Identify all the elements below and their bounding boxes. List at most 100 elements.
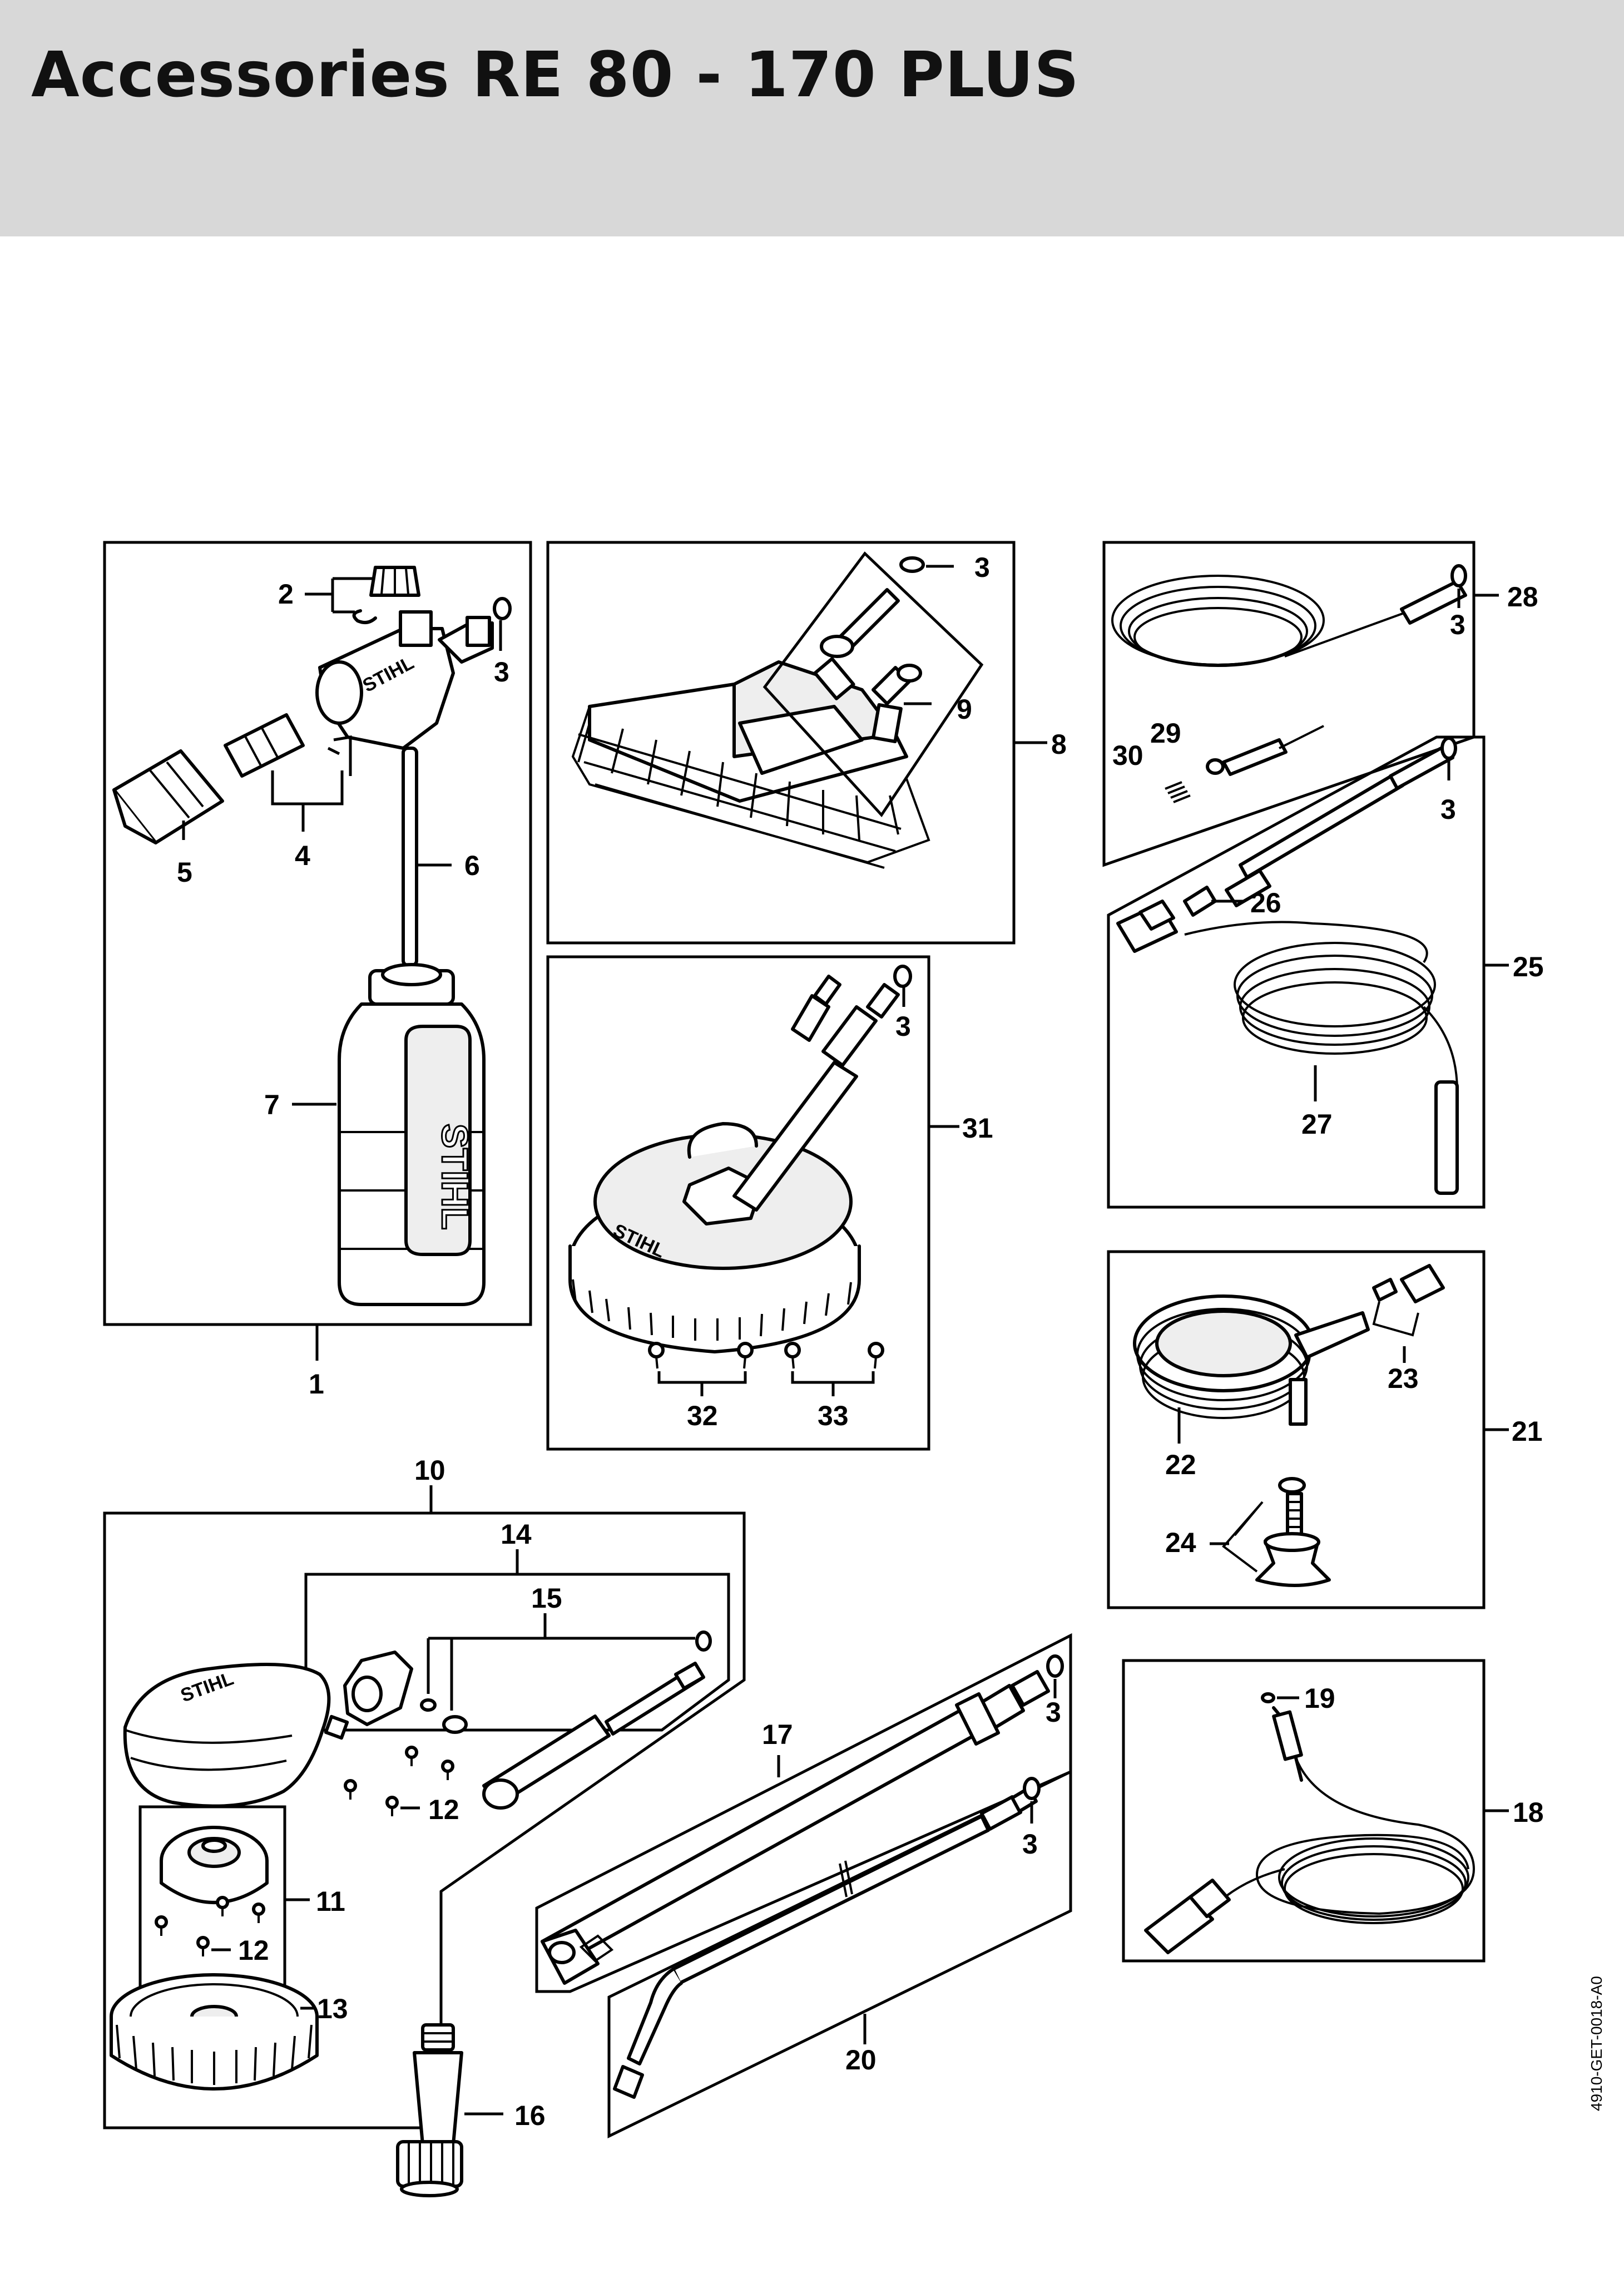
callout-9: 9 — [957, 694, 972, 725]
inset-frame-9 — [763, 551, 984, 818]
part-brush-cover: STIHL — [123, 1663, 331, 1808]
part-suction-tube — [402, 747, 418, 967]
group-drain-hose: 19 18 — [1122, 1659, 1544, 1963]
inset-frame-24 — [1222, 1501, 1264, 1573]
callout-3e: 3 — [1440, 794, 1456, 825]
group-pipe-cleaning-hose: 3 26 25 27 — [1107, 735, 1544, 1209]
part-extension-lance — [541, 1670, 1050, 1985]
part-adapter-16 — [396, 2023, 463, 2197]
part-coupling-23 — [1372, 1264, 1445, 1337]
callout-32: 32 — [687, 1400, 718, 1431]
group-surface-cleaner: STIHL 32 33 3 31 — [546, 955, 993, 1451]
part-foam-body: STIHL — [315, 610, 494, 750]
group-rotating-brush: STIHL — [103, 1455, 746, 2129]
callout-27: 27 — [1301, 1109, 1333, 1140]
part-screws-hub — [155, 1896, 265, 1956]
part-connector — [224, 713, 305, 778]
group-frame-31 — [546, 955, 930, 1451]
group-frame-10 — [103, 1511, 746, 2129]
leader-33 — [791, 1371, 875, 1396]
callout-3c: 3 — [895, 1011, 911, 1042]
callout-12b: 12 — [238, 1935, 269, 1966]
part-oring-8 — [695, 1630, 712, 1652]
group-frame-25 — [1107, 735, 1486, 1209]
callout-7: 7 — [264, 1089, 280, 1120]
part-surface-cleaner: STIHL — [568, 1122, 861, 1353]
callout-21: 21 — [1512, 1416, 1543, 1447]
callout-23: 23 — [1388, 1363, 1419, 1394]
leader-4 — [271, 770, 344, 832]
part-oring-9 — [1046, 1654, 1064, 1678]
part-oring-7 — [442, 1715, 468, 1734]
callout-18: 18 — [1513, 1797, 1544, 1828]
part-brush-lance — [482, 1662, 705, 1810]
header-band: Accessories RE 80 - 170 PLUS — [0, 0, 1624, 236]
group-frame-17 — [535, 1633, 1072, 1993]
callout-25: 25 — [1513, 951, 1544, 982]
group-wash-brush: 3 9 8 — [546, 541, 1067, 945]
part-oring-1 — [493, 597, 512, 620]
callout-29: 29 — [1150, 718, 1181, 749]
callout-22: 22 — [1165, 1449, 1196, 1480]
callout-30: 30 — [1112, 740, 1143, 771]
callout-12a: 12 — [428, 1794, 459, 1825]
group-angled-lance: 3 20 — [607, 1769, 1072, 2139]
callout-3f: 3 — [1046, 1697, 1061, 1728]
leader-32 — [657, 1371, 747, 1396]
callout-3d: 3 — [1450, 609, 1465, 640]
leader-15 — [427, 1613, 695, 1711]
callout-3b: 3 — [974, 552, 990, 583]
callout-4: 4 — [295, 840, 310, 871]
part-nozzle-tip — [112, 749, 224, 844]
callout-17: 17 — [762, 1719, 793, 1750]
part-adapter-set — [813, 588, 922, 744]
callout-19: 19 — [1304, 1683, 1335, 1714]
callout-2: 2 — [278, 579, 294, 610]
callout-31: 31 — [962, 1113, 993, 1144]
callout-8: 8 — [1051, 729, 1067, 760]
part-angled-lance — [613, 1786, 1038, 2099]
leader-2 — [305, 577, 373, 614]
callout-28: 28 — [1507, 581, 1538, 612]
part-drain-hose — [1144, 1706, 1476, 1954]
callout-5: 5 — [177, 857, 192, 888]
part-oring-5 — [1440, 737, 1457, 760]
page-title: Accessories RE 80 - 170 PLUS — [31, 39, 1080, 111]
part-cap-knob — [369, 566, 420, 597]
callout-11: 11 — [316, 1886, 345, 1917]
callout-33: 33 — [818, 1400, 849, 1431]
group-suction-hose: 23 22 21 24 — [1107, 1250, 1543, 1609]
part-nut-spring — [1165, 758, 1225, 803]
part-gear-housing — [324, 1651, 413, 1740]
part-filter-24 — [1255, 1477, 1331, 1587]
callout-10: 10 — [414, 1455, 445, 1486]
part-oring-10 — [1023, 1777, 1041, 1800]
callout-15: 15 — [531, 1583, 562, 1614]
part-pipe-cleaning — [1116, 744, 1459, 1195]
part-bottle: STIHL — [338, 963, 486, 1306]
part-hose-coil-28 — [1111, 575, 1467, 776]
callout-6: 6 — [464, 850, 480, 881]
part-nozzle-19 — [1261, 1692, 1275, 1703]
callout-16: 16 — [514, 2100, 546, 2131]
part-brush-hub — [160, 1826, 269, 1904]
callout-14: 14 — [501, 1519, 532, 1550]
part-suction-hose — [1133, 1294, 1370, 1426]
part-clip-small — [352, 609, 377, 625]
part-oring-6 — [420, 1698, 437, 1712]
callout-3a: 3 — [494, 656, 509, 688]
group-foam-nozzle: STIHL STIHL — [103, 541, 532, 1400]
callout-13: 13 — [317, 1993, 348, 2024]
part-screws-housing — [344, 1746, 454, 1816]
callout-26: 26 — [1250, 887, 1281, 918]
callout-20: 20 — [845, 2044, 877, 2076]
part-screws-cleaner — [648, 1342, 884, 1369]
part-oring-3 — [893, 965, 912, 988]
drawing-code: 4910-GET-0018-A0 — [1588, 1976, 1605, 2111]
part-oring-4 — [1450, 564, 1467, 587]
group-extension-lance: 3 17 — [535, 1633, 1072, 1993]
part-oring-2 — [899, 556, 925, 573]
callout-1: 1 — [309, 1368, 324, 1400]
part-brush-head — [571, 660, 930, 869]
